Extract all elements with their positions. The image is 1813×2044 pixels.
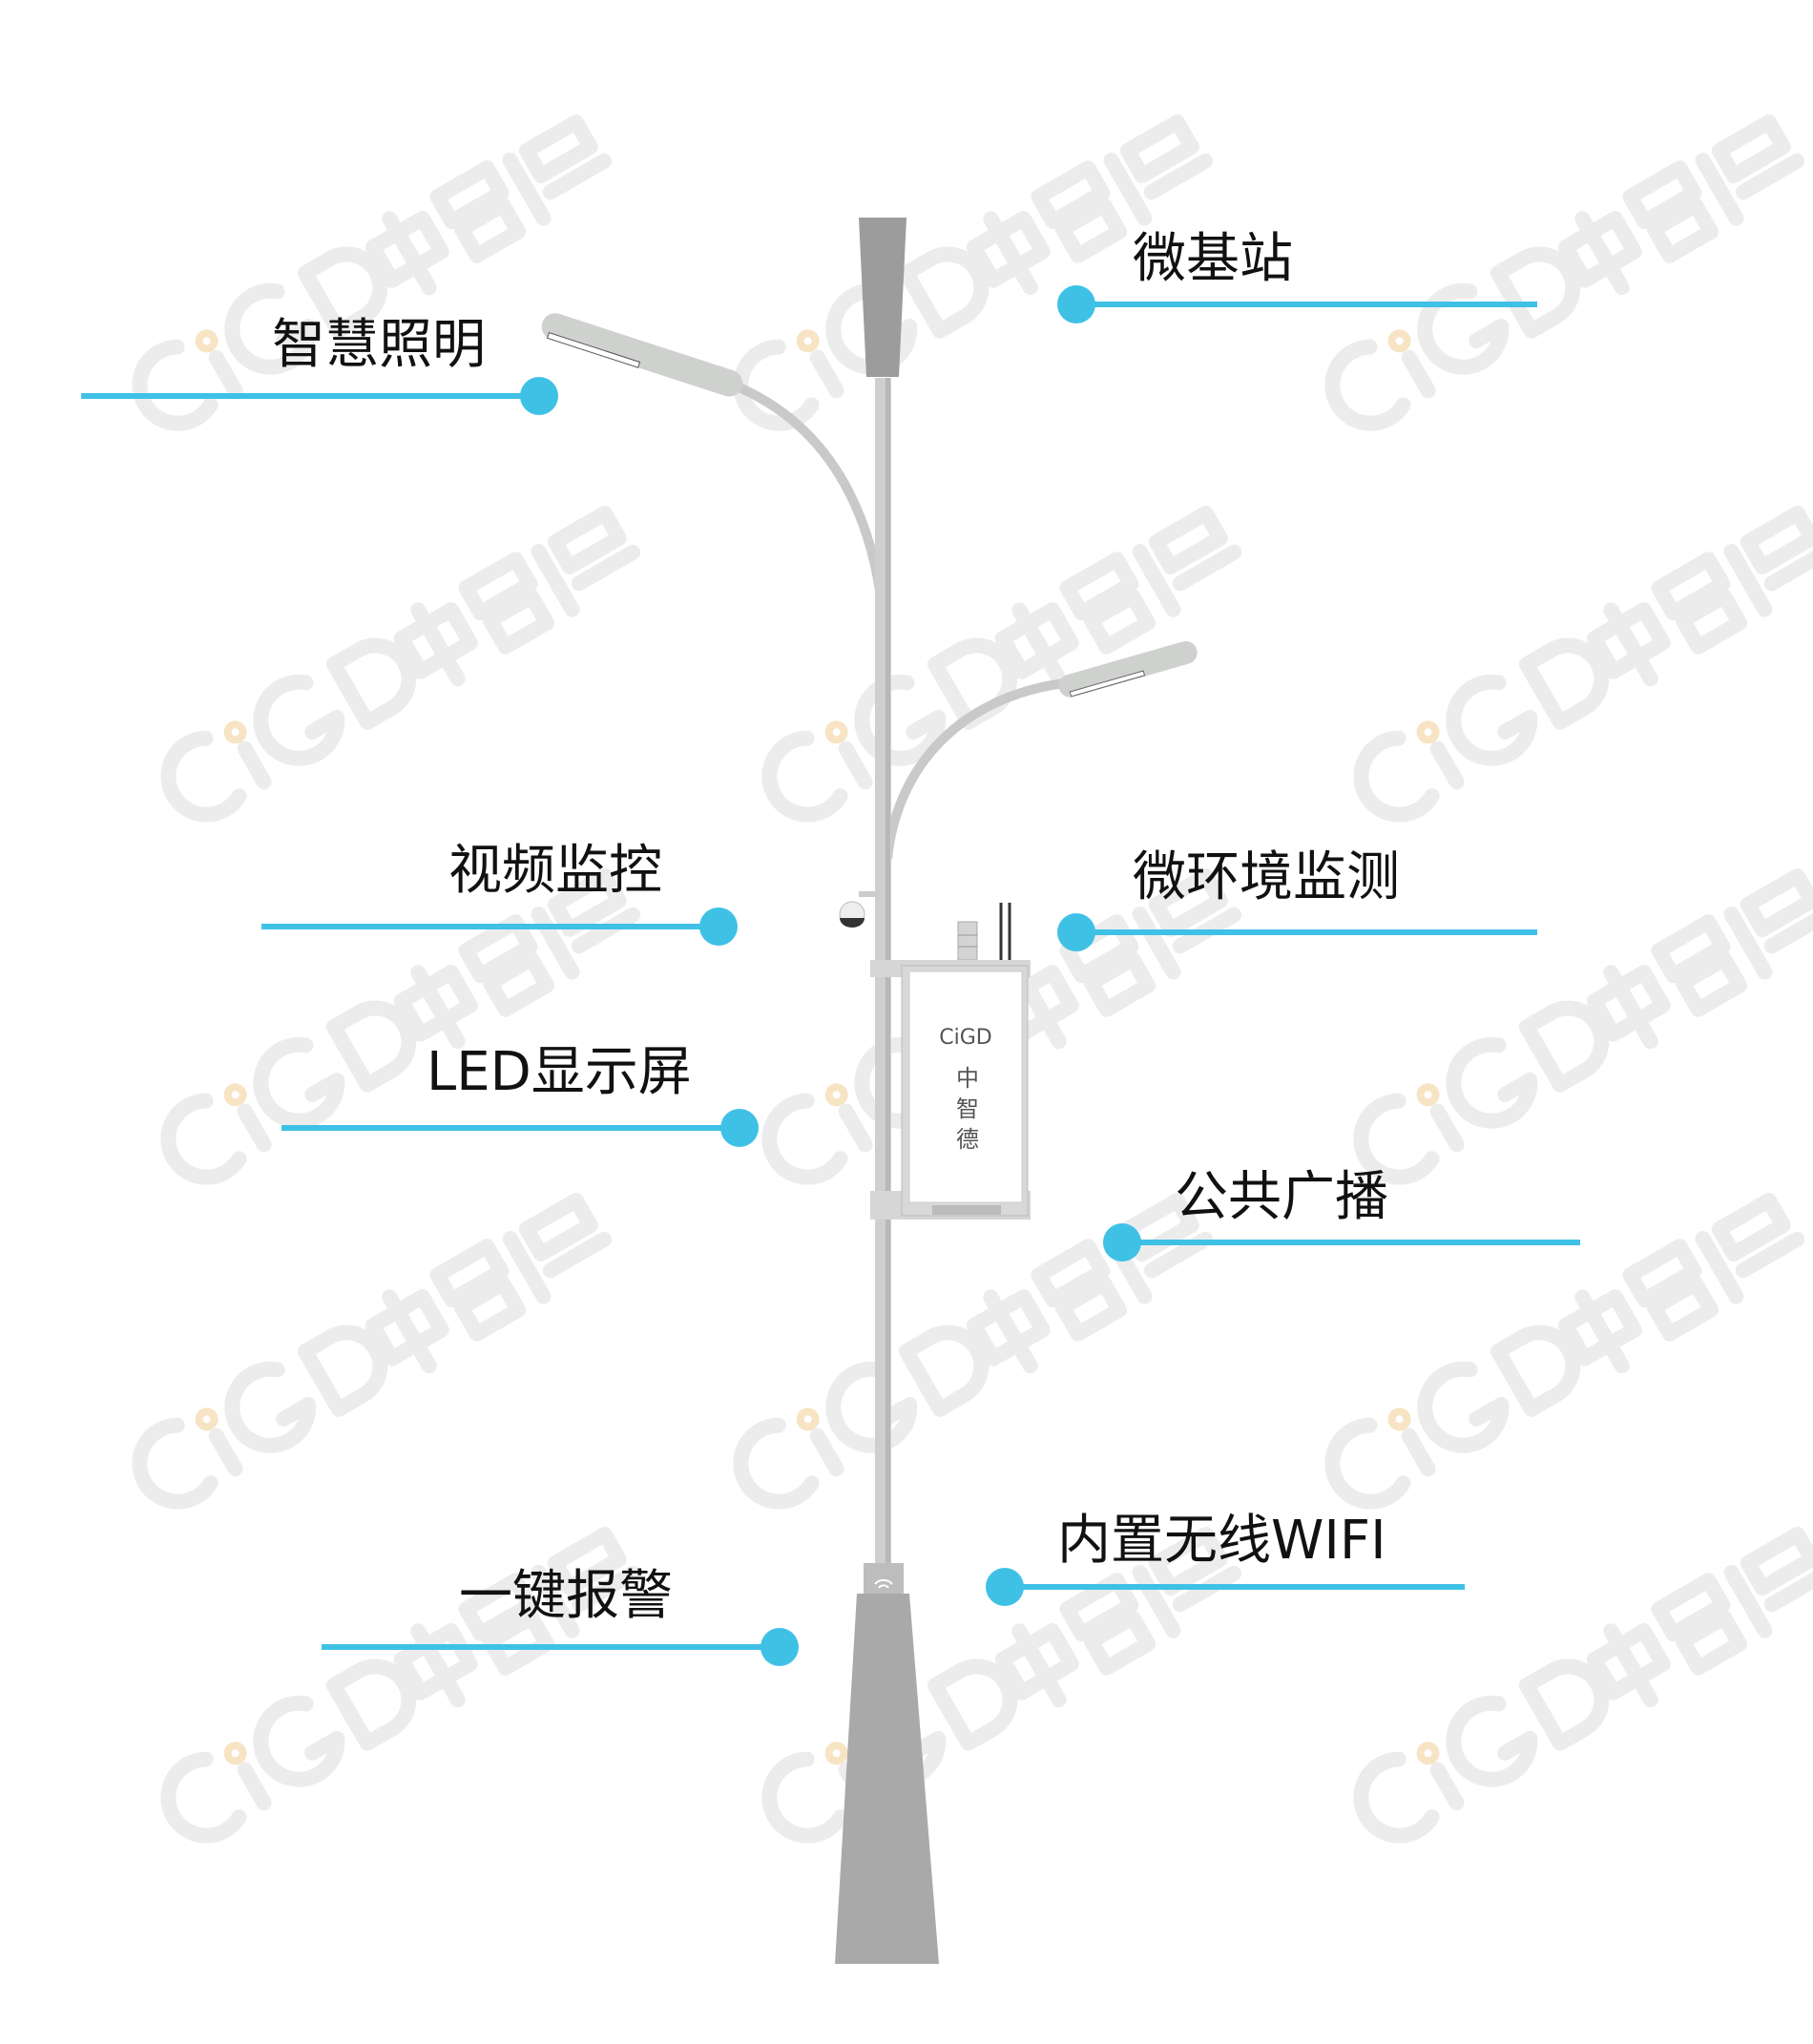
callout-public-broadcast: 公共广播 [1103, 1166, 1580, 1262]
callout-environment-monitoring: 微环境监测 [1057, 846, 1537, 951]
callout-dot [720, 1109, 759, 1147]
lamp-head-lower [1058, 640, 1198, 698]
watermark-logo [1317, 110, 1807, 440]
callout-dot [699, 907, 738, 946]
callout-led-display: LED显示屏 [281, 1041, 759, 1147]
callout-emergency-alarm: 一键报警 [322, 1565, 799, 1666]
callout-dot [986, 1568, 1024, 1606]
callout-dot [1057, 913, 1095, 951]
callout-dot [1103, 1223, 1141, 1262]
watermark-logo [1345, 864, 1813, 1194]
callout-label: 公共广播 [1175, 1166, 1388, 1228]
watermark-logo [124, 1188, 615, 1518]
screen-char: 德 [956, 1126, 979, 1153]
callout-label: LED显示屏 [427, 1041, 692, 1103]
lamp-arm-lower [883, 678, 1065, 860]
callout-video-surveillance: 视频监控 [261, 840, 738, 946]
watermark-logo [1345, 1522, 1813, 1852]
pole-base [835, 1594, 939, 1964]
callout-label: 视频监控 [448, 840, 662, 902]
screen-char: 智 [956, 1095, 979, 1122]
callout-smart-lighting: 智慧照明 [81, 314, 558, 415]
smart-pole: CiGD 中 智 德 [541, 218, 1198, 1964]
led-screen [908, 970, 1023, 1203]
callout-label: 智慧照明 [272, 314, 486, 376]
wifi-icon [874, 1578, 893, 1589]
watermark-logo [1345, 501, 1813, 831]
weather-sensor-icon [957, 921, 978, 961]
screen-char: 中 [956, 1065, 979, 1092]
callout-label: 内置无线WIFI [1057, 1510, 1386, 1572]
callout-wifi: 内置无线WIFI [986, 1510, 1465, 1606]
callout-label: 微环境监测 [1133, 846, 1400, 908]
watermark-logo [1317, 1188, 1807, 1518]
camera-icon [839, 891, 880, 928]
lamp-arm-upper [733, 381, 890, 669]
callout-dot [761, 1628, 799, 1666]
watermark-logo [725, 1188, 1216, 1518]
callout-label: 微基站 [1133, 228, 1293, 290]
callout-label: 一键报警 [459, 1565, 673, 1627]
callout-dot [1057, 285, 1095, 323]
micro-base-station-icon [859, 218, 906, 377]
watermark-logo [153, 864, 643, 1194]
callout-dot [520, 377, 558, 415]
speaker-grille-icon [932, 1205, 1001, 1215]
lamp-head-upper [541, 313, 743, 397]
callout-micro-base-station: 微基站 [1057, 228, 1537, 323]
led-display-cabinet: CiGD 中 智 德 [870, 960, 1031, 1220]
screen-logo: CiGD [939, 1026, 991, 1050]
watermark-logo [153, 501, 643, 831]
